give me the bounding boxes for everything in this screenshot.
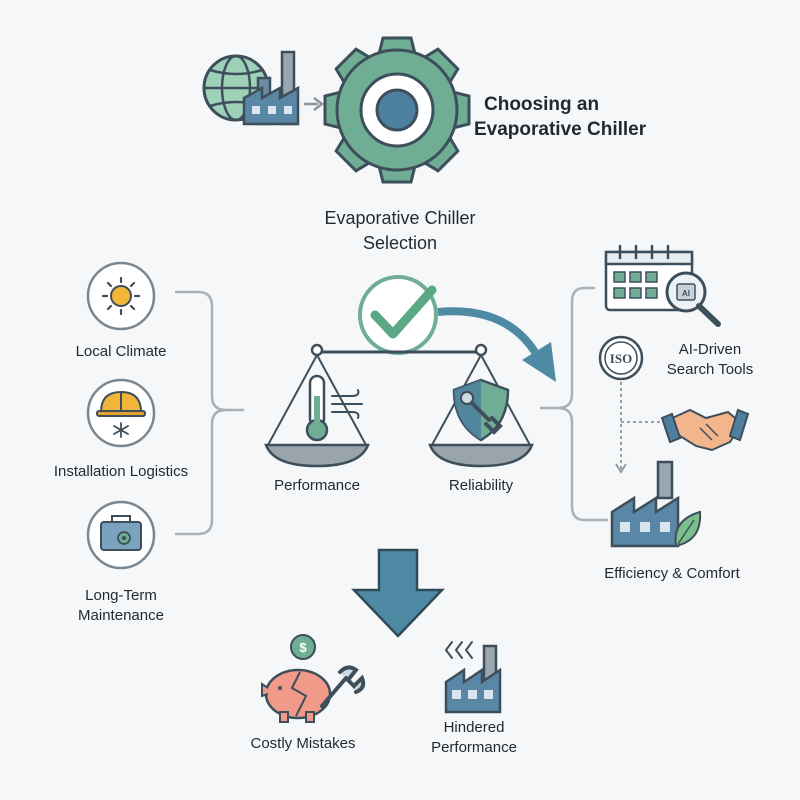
factory-leaf-icon bbox=[610, 460, 702, 548]
piggy-bank-wrench-icon: $ bbox=[261, 634, 366, 723]
left-bracket bbox=[175, 290, 244, 536]
costly-mistakes-label: Costly Mistakes bbox=[250, 735, 356, 752]
thermometer-icon bbox=[305, 374, 363, 442]
factory-heat-icon bbox=[444, 641, 502, 714]
toolbox-icon bbox=[86, 500, 156, 570]
globe-factory-icon bbox=[202, 50, 300, 126]
coin-icon: $ bbox=[299, 640, 307, 655]
calendar-search-icon: AI bbox=[604, 244, 721, 327]
iso-badge-icon: ISO bbox=[598, 335, 644, 381]
dotted-arrow-head bbox=[615, 463, 627, 474]
balance-label-reliability: Reliability bbox=[448, 477, 514, 494]
title-line-2: Evaporative Chiller bbox=[474, 119, 647, 140]
local-climate-icon bbox=[86, 261, 156, 331]
down-arrow bbox=[351, 548, 445, 638]
snowflake-icon bbox=[113, 422, 129, 438]
hindered-label-line-2: Performance bbox=[431, 739, 517, 756]
left-pan bbox=[264, 443, 370, 468]
ai-search-label-line-2: Search Tools bbox=[666, 361, 754, 378]
checkmark-icon bbox=[358, 275, 438, 355]
balance-label-performance: Performance bbox=[274, 477, 360, 494]
factor-label-maintenance-line-1: Long-Term bbox=[85, 587, 157, 604]
subtitle-line-2: Selection bbox=[362, 233, 438, 253]
balance-scale bbox=[264, 343, 534, 468]
wind-lines-icon bbox=[331, 389, 363, 419]
shield-wrench-icon bbox=[452, 378, 510, 442]
curved-arrow-head bbox=[522, 342, 556, 382]
gear-icon bbox=[323, 36, 471, 184]
title-line-1: Choosing an bbox=[484, 94, 600, 115]
svg-text:ISO: ISO bbox=[610, 351, 632, 366]
ai-search-label-line-1: AI-Driven bbox=[678, 341, 742, 358]
handshake-icon bbox=[660, 408, 750, 452]
subtitle-line-1: Evaporative Chiller bbox=[324, 208, 476, 228]
dotted-connector bbox=[620, 382, 668, 470]
right-bracket bbox=[540, 286, 608, 522]
right-pan bbox=[428, 443, 534, 468]
svg-text:AI: AI bbox=[682, 289, 690, 298]
factor-label-local-climate: Local Climate bbox=[75, 343, 167, 360]
factor-label-installation-logistics: Installation Logistics bbox=[53, 463, 189, 480]
hardhat-icon bbox=[86, 378, 156, 448]
efficiency-comfort-label: Efficiency & Comfort bbox=[604, 565, 740, 582]
arrow-right-icon bbox=[304, 97, 325, 111]
factor-label-maintenance-line-2: Maintenance bbox=[78, 607, 164, 624]
curved-arrow bbox=[437, 307, 539, 355]
hindered-label-line-1: Hindered bbox=[443, 719, 505, 736]
